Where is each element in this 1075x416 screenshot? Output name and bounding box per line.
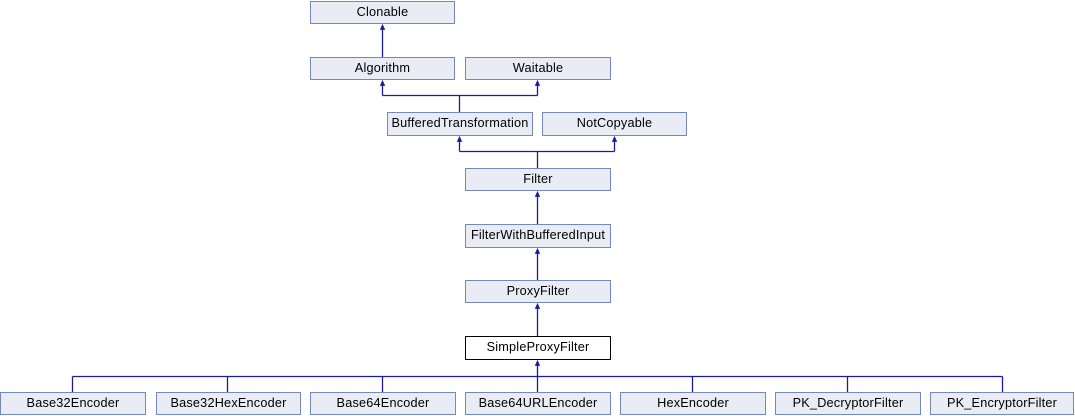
svg-text:PK_EncryptorFilter: PK_EncryptorFilter — [947, 396, 1058, 410]
svg-text:Base32Encoder: Base32Encoder — [27, 396, 120, 410]
svg-text:ProxyFilter: ProxyFilter — [507, 284, 570, 298]
svg-text:HexEncoder: HexEncoder — [657, 396, 729, 410]
svg-text:Base64Encoder: Base64Encoder — [337, 396, 430, 410]
svg-text:Clonable: Clonable — [357, 5, 409, 19]
svg-text:SimpleProxyFilter: SimpleProxyFilter — [487, 340, 590, 354]
svg-text:Algorithm: Algorithm — [355, 61, 410, 75]
svg-text:PK_DecryptorFilter: PK_DecryptorFilter — [793, 396, 904, 410]
svg-text:NotCopyable: NotCopyable — [577, 116, 653, 130]
svg-text:Base32HexEncoder: Base32HexEncoder — [170, 396, 287, 410]
svg-text:BufferedTransformation: BufferedTransformation — [392, 116, 529, 130]
svg-text:FilterWithBufferedInput: FilterWithBufferedInput — [471, 228, 605, 242]
svg-text:Filter: Filter — [523, 172, 553, 186]
svg-text:Base64URLEncoder: Base64URLEncoder — [479, 396, 598, 410]
svg-text:Waitable: Waitable — [513, 61, 564, 75]
